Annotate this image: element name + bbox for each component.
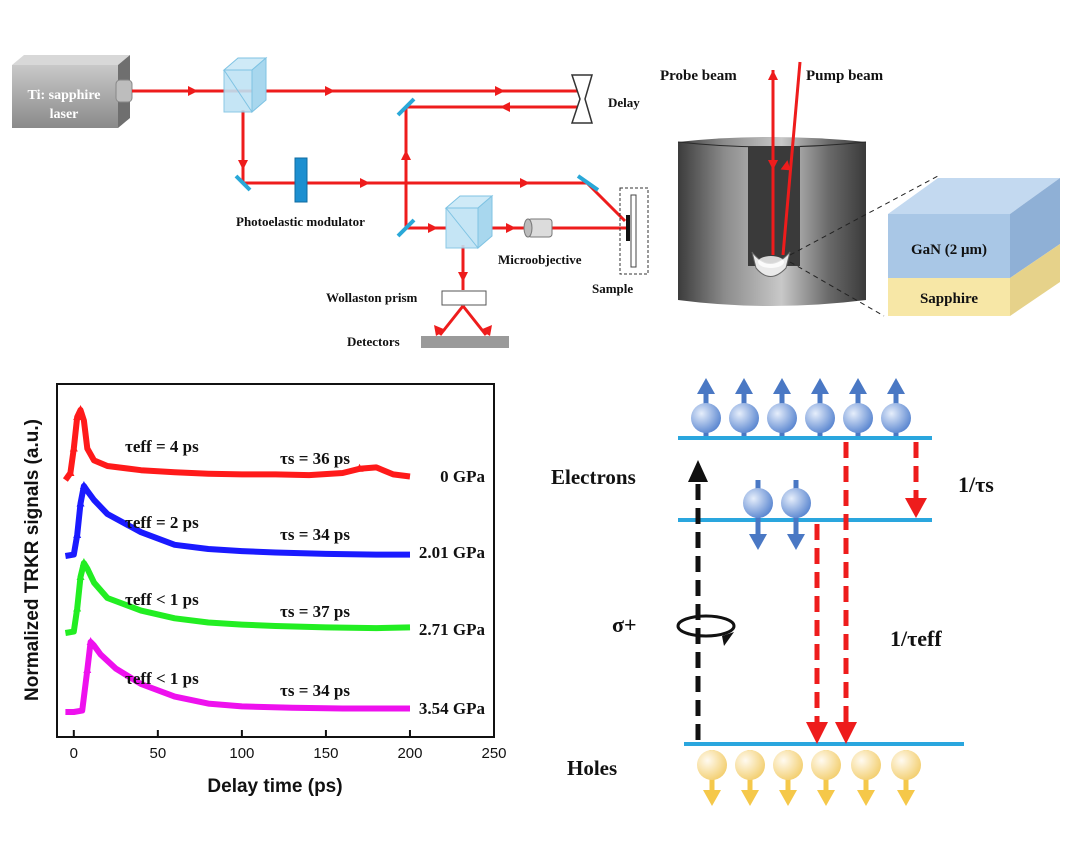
holes (697, 750, 921, 806)
data-point-marker (73, 412, 82, 420)
tau-s-label: τs = 34 ps (280, 525, 350, 544)
circular-polarization-icon (676, 614, 736, 638)
hole-particle (851, 750, 881, 806)
x-tick-label: 250 (481, 745, 506, 762)
data-point-marker (76, 405, 85, 413)
spin-up-electron (691, 378, 721, 436)
x-axis-ticks: 0 50 100 150 200 250 (70, 730, 507, 762)
pressure-label: 0 GPa (440, 467, 485, 486)
tau-eff-label: τeff = 2 ps (125, 513, 199, 532)
pressure-cell: Probe beam Pump beam (660, 61, 939, 317)
hole-particle (891, 750, 921, 806)
y-axis-label: Normalized TRKR signals (a.u.) (22, 419, 43, 701)
detectors-bar (421, 336, 509, 348)
beam-splitter-cube (222, 56, 268, 114)
pressure-label: 3.54 GPa (419, 699, 486, 718)
sigma-plus-label: σ+ (612, 612, 637, 637)
pump-beam-label: Pump beam (806, 68, 884, 84)
data-point-marker (83, 665, 92, 673)
beam-splitter-cube-2 (444, 194, 494, 250)
pressure-label: 2.01 GPa (419, 543, 486, 562)
holes-label: Holes (567, 756, 617, 780)
sample-label: Sample (592, 281, 633, 296)
photoelastic-modulator (294, 157, 308, 203)
recomb-arrowhead-1 (835, 722, 857, 744)
series-layer (62, 405, 411, 715)
probe-beam-label: Probe beam (660, 68, 737, 84)
hole-particle (773, 750, 803, 806)
pressure-label: 2.71 GPa (419, 620, 486, 639)
series-line-2 (64, 560, 411, 636)
x-tick-label: 200 (397, 745, 422, 762)
x-tick-label: 50 (150, 745, 167, 762)
hole-particle (811, 750, 841, 806)
hole-particle (697, 750, 727, 806)
delay-retroreflector: Delay (570, 74, 640, 124)
detectors-label: Detectors (347, 334, 400, 349)
plot-frame (56, 383, 495, 738)
wollaston-label: Wollaston prism (326, 290, 418, 305)
x-axis-label: Delay time (ps) (207, 776, 342, 797)
data-point-marker (355, 463, 364, 472)
spin-relaxation-rate: 1/τs (958, 472, 994, 497)
spin-up-electron (805, 378, 835, 436)
series-labels: τeff = 4 ps τs = 36 ps 0 GPa τeff = 2 ps τs … (125, 437, 485, 718)
mirrors (234, 97, 600, 238)
recomb-arrowhead-2 (806, 722, 828, 744)
tau-eff-label: τeff < 1 ps (125, 669, 199, 688)
spin-down-electrons (743, 480, 811, 550)
data-point-marker (66, 468, 75, 476)
data-point-marker (79, 558, 88, 566)
spin-up-electron (729, 378, 759, 436)
tau-s-label: τs = 37 ps (280, 602, 350, 621)
spin-flip-arrowhead (905, 498, 927, 518)
ti-sapphire-laser: Ti: sapphire laser (12, 55, 133, 128)
data-point-marker (76, 572, 85, 580)
spin-up-electron (881, 378, 911, 436)
tau-s-label: τs = 34 ps (280, 681, 350, 700)
laser-label-line1: Ti: sapphire (27, 88, 100, 103)
gan-label: GaN (2 μm) (911, 242, 987, 258)
hole-particle (735, 750, 765, 806)
pem-label: Photoelastic modulator (236, 214, 365, 229)
x-tick-label: 150 (313, 745, 338, 762)
wollaston-prism (441, 290, 487, 306)
series-line-3 (65, 639, 410, 715)
data-point-marker (73, 603, 82, 612)
data-point-marker (86, 637, 95, 645)
tau-eff-label: τeff < 1 ps (125, 590, 199, 609)
data-point-marker (73, 530, 82, 538)
relaxation-arrows (814, 442, 919, 722)
electrons-label: Electrons (551, 465, 636, 489)
spin-down-electron (781, 480, 811, 550)
effective-rate: 1/τeff (890, 626, 942, 651)
energy-level-diagram: Electrons Holes σ+ 1/τs 1/τeff (551, 378, 994, 806)
trkr-chart: 0 50 100 150 200 250 τeff = 4 ps τs = 36 ps 0 G… (22, 383, 507, 797)
sapphire-layer (888, 278, 1010, 316)
microobjective (523, 218, 553, 238)
x-tick-label: 100 (229, 745, 254, 762)
sample-layers: GaN (2 μm) Sapphire (888, 178, 1060, 316)
spin-down-electron (743, 480, 773, 550)
spin-up-electrons (691, 378, 911, 436)
laser-label-line2: laser (50, 107, 79, 122)
tau-s-label: τs = 36 ps (280, 449, 350, 468)
excitation-arrowhead (688, 460, 708, 482)
spin-up-electron (767, 378, 797, 436)
x-tick-label: 0 (70, 745, 78, 762)
spin-up-electron (843, 378, 873, 436)
tau-eff-label: τeff = 4 ps (125, 437, 199, 456)
gan-layer (888, 214, 1010, 278)
delay-label: Delay (608, 95, 640, 110)
data-point-marker (69, 443, 78, 452)
data-point-marker (76, 498, 85, 507)
microobjective-label: Microobjective (498, 252, 582, 267)
sapphire-label: Sapphire (920, 291, 978, 307)
series-line-1 (64, 483, 410, 559)
beam-arrowheads (188, 86, 530, 336)
sample-holder (619, 187, 649, 275)
data-point-marker (79, 481, 88, 489)
optical-setup: Ti: sapphire laser (12, 55, 649, 349)
